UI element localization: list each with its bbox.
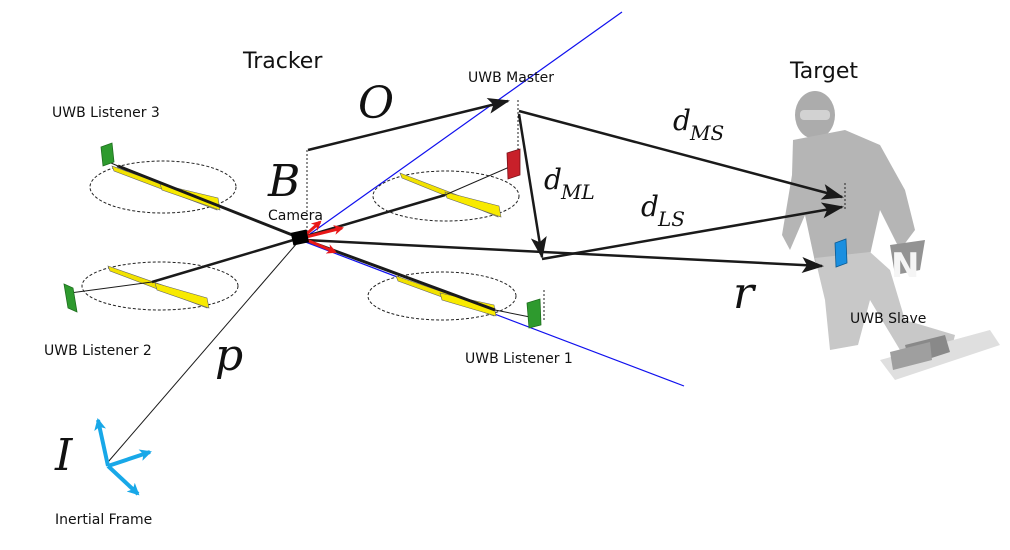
symbol-d-ls: d LS bbox=[641, 190, 685, 231]
vector-d-ml bbox=[517, 113, 547, 259]
symbol-d-ms: d MS bbox=[673, 104, 724, 145]
symbol-o: O bbox=[358, 78, 394, 129]
uwb-slave-label: UWB Slave bbox=[850, 311, 926, 327]
symbol-b: B bbox=[267, 156, 300, 207]
uwb-listener-1-label: UWB Listener 1 bbox=[465, 351, 573, 367]
uwb-listener-3-device bbox=[100, 142, 115, 167]
camera-body bbox=[290, 229, 310, 246]
inertial-frame-label: Inertial Frame bbox=[55, 512, 152, 528]
symbol-d-ml-main: d bbox=[544, 163, 562, 196]
propeller-front-right bbox=[367, 271, 517, 321]
drone-arms bbox=[69, 159, 536, 319]
symbol-d-ms-main: d bbox=[673, 104, 691, 137]
symbol-d-ms-sub: MS bbox=[689, 121, 724, 145]
vector-o bbox=[307, 97, 510, 152]
uwb-listener-2-label: UWB Listener 2 bbox=[44, 343, 152, 359]
camera-label: Camera bbox=[268, 208, 323, 224]
uwb-master-device bbox=[506, 100, 521, 180]
uwb-slave-device bbox=[834, 238, 848, 268]
symbol-d-ls-main: d bbox=[641, 190, 659, 223]
symbol-p: p bbox=[215, 330, 243, 381]
uwb-listener-2-device bbox=[63, 283, 78, 313]
uwb-listener-3-label: UWB Listener 3 bbox=[52, 105, 160, 121]
symbol-i: I bbox=[54, 430, 74, 481]
symbol-d-ls-sub: LS bbox=[657, 207, 685, 231]
tracker-label: Tracker bbox=[242, 49, 323, 74]
propeller-rear-left bbox=[89, 160, 237, 214]
vector-d-ls bbox=[541, 202, 844, 261]
propeller-front-left bbox=[81, 261, 239, 311]
propeller-rear-right bbox=[372, 170, 520, 222]
uwb-master-label: UWB Master bbox=[468, 70, 554, 86]
symbol-d-ml: d ML bbox=[544, 163, 595, 204]
symbol-d-ml-sub: ML bbox=[560, 180, 595, 204]
svg-text:N: N bbox=[891, 246, 919, 286]
vector-p bbox=[107, 241, 299, 463]
snowboarder-target-image: N bbox=[782, 91, 1000, 380]
symbol-r: r bbox=[733, 268, 757, 319]
target-label: Target bbox=[789, 59, 858, 84]
vector-d-ms bbox=[518, 109, 844, 200]
blue-reference-line bbox=[299, 11, 685, 387]
inertial-frame-axes bbox=[94, 418, 152, 496]
uwb-listener-1-device bbox=[526, 290, 545, 329]
vector-r bbox=[304, 238, 824, 273]
